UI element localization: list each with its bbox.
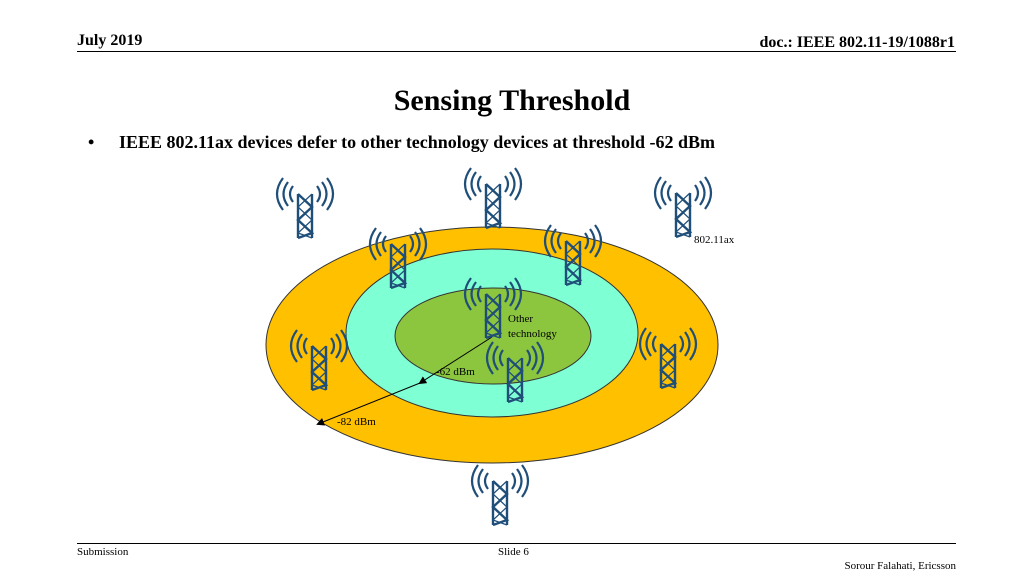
- label-other-technology-line1: Other: [508, 313, 533, 325]
- label-other-technology-line2: technology: [508, 328, 557, 340]
- header-divider: [77, 51, 956, 52]
- bullet-item: • IEEE 802.11ax devices defer to other t…: [88, 132, 715, 153]
- antenna-icon: [653, 175, 713, 239]
- antenna-icon: [463, 166, 523, 230]
- footer-author: Sorour Falahati, Ericsson: [844, 560, 956, 572]
- footer-submission: Submission: [77, 546, 129, 558]
- header-doc-id: doc.: IEEE 802.11-19/1088r1: [759, 34, 955, 51]
- header-date: July 2019: [77, 32, 143, 49]
- footer-divider: [77, 543, 956, 544]
- label-62dbm: -62 dBm: [436, 366, 475, 378]
- bullet-marker: •: [88, 132, 95, 152]
- bullet-text: IEEE 802.11ax devices defer to other tec…: [119, 132, 715, 152]
- label-802-11ax: 802.11ax: [694, 234, 735, 246]
- label-82dbm: -82 dBm: [337, 416, 376, 428]
- footer-slide-number: Slide 6: [498, 546, 529, 558]
- arrow-82dbm: [316, 382, 421, 426]
- antenna-icon: [275, 176, 335, 240]
- antenna-icon: [470, 463, 530, 527]
- slide-title: Sensing Threshold: [393, 84, 631, 117]
- arrow-62dbm: [418, 336, 493, 385]
